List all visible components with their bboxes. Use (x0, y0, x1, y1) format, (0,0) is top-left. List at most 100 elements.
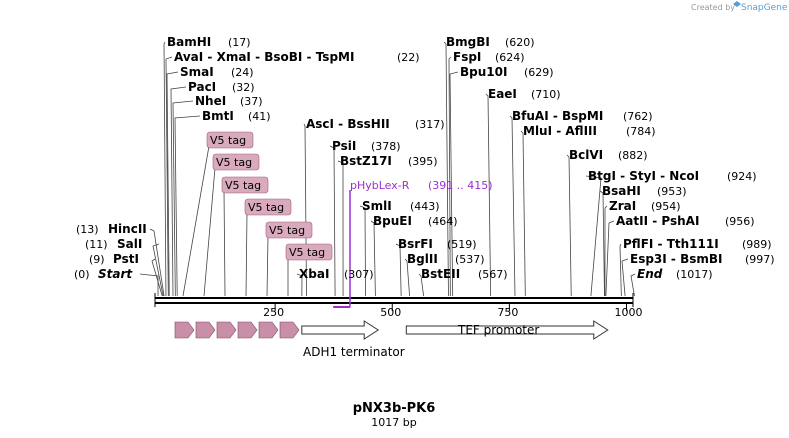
site-name-28[interactable]: ZraI (609, 199, 636, 213)
tag-leader-0 (182, 145, 210, 297)
site-name-1[interactable]: AvaI - XmaI - BsoBI - TspMI (174, 50, 354, 64)
site-position-20: (624) (495, 51, 525, 64)
site-name-30[interactable]: PflFI - Tth111I (623, 237, 719, 251)
site-leader-23 (509, 115, 516, 297)
site-leader-24 (520, 130, 526, 297)
site-name-19[interactable]: BmgBI (446, 35, 490, 49)
tag-badge-0[interactable] (206, 131, 254, 149)
site-name-3[interactable]: PacI (188, 80, 216, 94)
tag-badge-3[interactable] (244, 198, 292, 216)
site-position-13: (443) (410, 200, 440, 213)
site-leader-19 (443, 41, 449, 297)
brand-name: SnapGene (741, 3, 788, 13)
tag-text-3: V5 tag (248, 201, 284, 214)
tag-badge-4[interactable] (265, 221, 313, 239)
site-name-15[interactable]: BsrFI (398, 237, 433, 251)
site-leader-18 (296, 273, 303, 297)
tag-text-5: V5 tag (289, 246, 325, 259)
site-position-30: (989) (742, 238, 772, 251)
site-name-16[interactable]: BglII (407, 252, 438, 266)
site-leader-14 (370, 220, 376, 297)
site-name-23[interactable]: BfuAI - BspMI (512, 109, 603, 123)
site-name-11[interactable]: PsiI (332, 139, 356, 153)
tag-text-4: V5 tag (269, 224, 305, 237)
sequence-backbone (154, 293, 634, 307)
site-name-27[interactable]: BsaHI (602, 184, 641, 198)
site-name-12[interactable]: BstZ17I (340, 154, 392, 168)
site-name-10[interactable]: AscI - BssHII (306, 117, 390, 131)
site-position-19: (620) (505, 36, 535, 49)
site-name-29[interactable]: AatII - PshAI (616, 214, 699, 228)
v5-tag-arrow-4[interactable] (258, 321, 279, 339)
site-position-15: (519) (447, 238, 477, 251)
site-name-32[interactable]: End (637, 267, 663, 281)
site-position-25: (882) (618, 149, 648, 162)
created-by-label: Created by (691, 3, 735, 12)
site-position-18: (307) (344, 268, 374, 281)
site-leader-22 (485, 93, 492, 297)
site-leader-11 (329, 145, 336, 297)
site-name-24[interactable]: MluI - AflIII (523, 124, 597, 138)
tick-label-2: 750 (497, 306, 518, 319)
v5-tag-arrow-1[interactable] (195, 321, 216, 339)
site-position-10: (317) (415, 118, 445, 131)
primer-label[interactable]: pHybLex-R (350, 179, 410, 192)
site-name-5[interactable]: BmtI (202, 109, 234, 123)
feature-adh1-terminator[interactable]: ADH1 terminator (301, 320, 405, 359)
tef-promoter-arrow (405, 320, 609, 340)
site-name-22[interactable]: EaeI (488, 87, 517, 101)
site-name-26[interactable]: BtgI - StyI - NcoI (588, 169, 699, 183)
site-position-24: (784) (626, 125, 656, 138)
site-leader-0 (163, 41, 167, 297)
site-name-7[interactable]: SalI (117, 237, 142, 251)
site-leader-21 (449, 71, 459, 297)
tag-leader-3 (245, 212, 248, 297)
tag-leader-1 (203, 167, 216, 297)
site-name-14[interactable]: BpuEI (373, 214, 412, 228)
site-leader-4 (172, 100, 194, 297)
site-name-2[interactable]: SmaI (180, 65, 214, 79)
site-position-7: (11) (85, 238, 108, 251)
site-leader-26 (585, 175, 602, 297)
tag-badge-1[interactable] (212, 153, 260, 171)
site-name-6[interactable]: HincII (108, 222, 147, 236)
v5-tag-arrow-5[interactable] (279, 321, 300, 339)
site-name-8[interactable]: PstI (113, 252, 139, 266)
v5-tag-arrow-2[interactable] (216, 321, 237, 339)
site-name-20[interactable]: FspI (453, 50, 481, 64)
site-position-32: (1017) (676, 268, 713, 281)
site-name-21[interactable]: Bpu10I (460, 65, 507, 79)
site-position-12: (395) (408, 155, 438, 168)
site-name-0[interactable]: BamHI (167, 35, 211, 49)
tag-badge-5[interactable] (285, 243, 333, 261)
site-position-31: (997) (745, 253, 775, 266)
site-leader-27 (599, 190, 605, 297)
site-leader-25 (566, 154, 572, 297)
site-name-31[interactable]: Esp3I - BsmBI (630, 252, 722, 266)
site-name-9[interactable]: Start (98, 267, 133, 281)
v5-tag-arrow-3[interactable] (237, 321, 258, 339)
tag-leader-2 (223, 190, 226, 297)
restriction-site-labels: BamHI(17)AvaI - XmaI - BsoBI - TspMI(22)… (74, 35, 775, 281)
site-name-4[interactable]: NheI (195, 94, 226, 108)
site-position-26: (924) (727, 170, 757, 183)
site-position-23: (762) (623, 110, 653, 123)
feature-tef-promoter[interactable]: TEF promoter (405, 320, 609, 340)
site-leader-16 (404, 258, 410, 297)
site-leader-13 (359, 205, 366, 297)
site-position-11: (378) (371, 140, 401, 153)
site-name-17[interactable]: BstEII (421, 267, 460, 281)
site-name-13[interactable]: SmlI (362, 199, 392, 213)
tag-text-2: V5 tag (225, 179, 261, 192)
v5-tag-arrow-0[interactable] (174, 321, 195, 339)
site-name-25[interactable]: BclVI (569, 148, 603, 162)
tag-badge-2[interactable] (221, 176, 269, 194)
site-leader-20 (448, 56, 452, 297)
site-leader-29 (605, 220, 615, 297)
site-position-28: (954) (651, 200, 681, 213)
site-leader-12 (337, 160, 344, 297)
site-position-8: (9) (89, 253, 105, 266)
site-name-18[interactable]: XbaI (299, 267, 329, 281)
site-leader-9 (139, 273, 159, 296)
